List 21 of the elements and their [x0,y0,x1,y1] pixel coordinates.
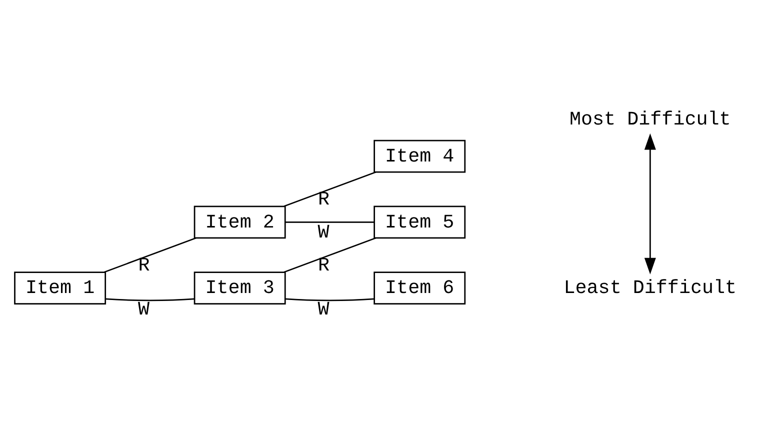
node-box: Item 3 [194,271,286,304]
node-text: Least Difficult [564,276,737,299]
connector [106,298,194,301]
arrow [644,132,656,274]
edge-label: R [318,254,330,276]
node-box: Item 2 [194,205,286,238]
edge-label: R [318,188,330,210]
node-text: Most Difficult [569,108,731,130]
edge-label: R [138,254,150,276]
node-box: Item 1 [14,271,106,304]
edge-label: W [318,298,330,320]
connector [285,298,374,301]
connector [285,221,374,222]
node-box: Item 6 [374,271,466,304]
connector [284,170,376,206]
node-box: Item 5 [374,205,466,238]
edge-label: W [138,298,150,320]
connector [104,236,196,272]
connector [284,236,376,272]
edge-label: W [318,221,330,244]
node-box: Item 4 [374,139,466,172]
